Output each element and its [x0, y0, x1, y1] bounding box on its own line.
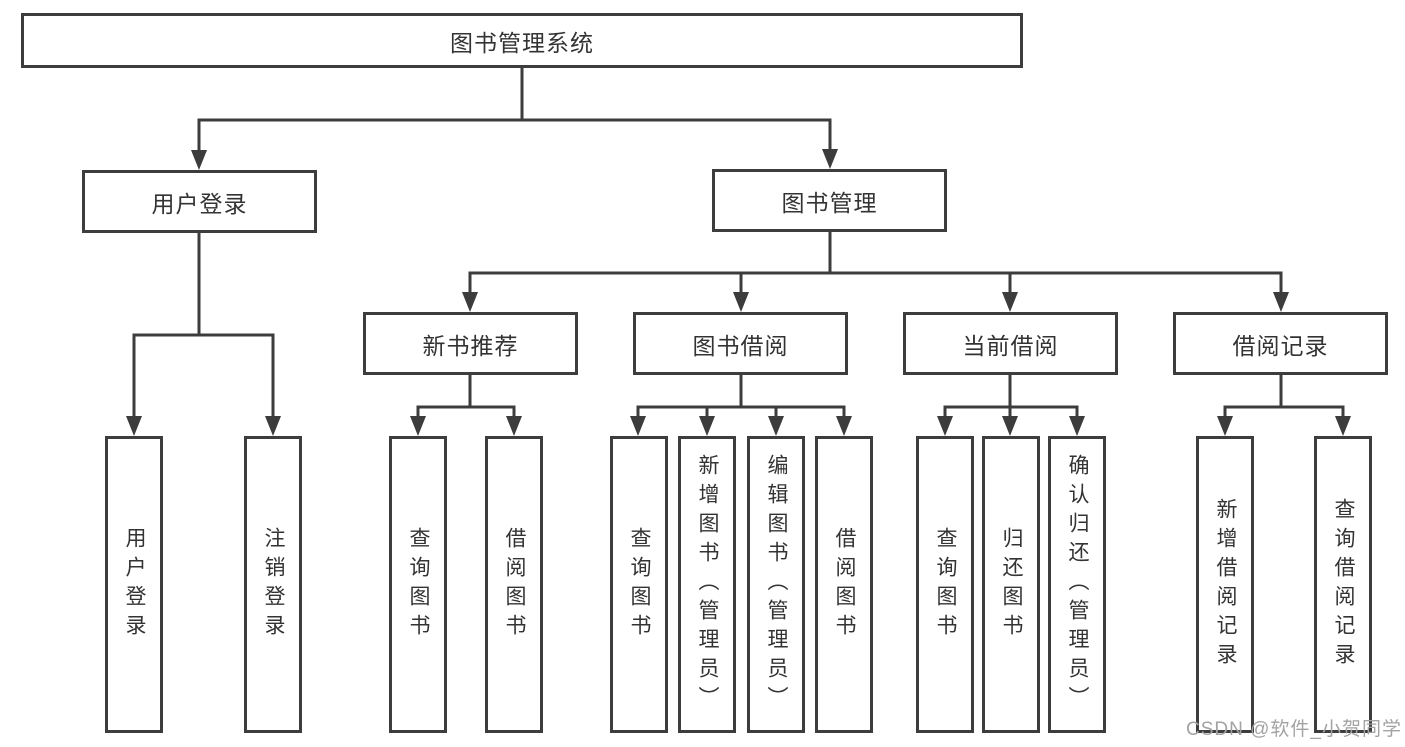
leaf-query-book-recommend: 查询图书 [389, 436, 447, 733]
leaf-query-book-recommend-label: 查询图书 [407, 526, 430, 643]
node-new-book-recommend-label: 新书推荐 [422, 332, 519, 359]
leaf-query-borrow-record-label: 查询借阅记录 [1332, 497, 1355, 672]
node-book-borrow-label: 图书借阅 [692, 332, 789, 359]
leaf-return-book-label: 归还图书 [1000, 526, 1023, 643]
leaf-add-book-admin: 新增图书（管理员） [678, 436, 736, 733]
leaf-query-book-borrow: 查询图书 [610, 436, 668, 733]
leaf-edit-book-admin-label: 编辑图书（管理员） [765, 454, 788, 715]
leaf-borrow-book-label: 借阅图书 [833, 526, 856, 643]
node-user-login-label: 用户登录 [151, 190, 248, 217]
node-book-borrow: 图书借阅 [633, 312, 848, 375]
leaf-borrow-book-recommend: 借阅图书 [485, 436, 543, 733]
leaf-add-borrow-record: 新增借阅记录 [1196, 436, 1254, 733]
node-root: 图书管理系统 [21, 13, 1023, 68]
node-user-login: 用户登录 [82, 170, 317, 233]
leaf-user-login-label: 用户登录 [123, 526, 146, 643]
leaf-return-book: 归还图书 [982, 436, 1040, 733]
leaf-query-book-current-label: 查询图书 [934, 526, 957, 643]
leaf-confirm-return-admin: 确认归还（管理员） [1048, 436, 1106, 733]
leaf-borrow-book: 借阅图书 [815, 436, 873, 733]
leaf-query-borrow-record: 查询借阅记录 [1314, 436, 1372, 733]
leaf-confirm-return-admin-label: 确认归还（管理员） [1066, 454, 1089, 715]
leaf-edit-book-admin: 编辑图书（管理员） [747, 436, 805, 733]
leaf-logout: 注销登录 [244, 436, 302, 733]
csdn-watermark: CSDN @软件_小贺同学 [1186, 719, 1402, 740]
leaf-add-borrow-record-label: 新增借阅记录 [1214, 497, 1237, 672]
node-book-management-label: 图书管理 [781, 189, 878, 216]
node-book-management: 图书管理 [712, 169, 947, 232]
node-current-borrow: 当前借阅 [903, 312, 1118, 375]
node-borrow-record-label: 借阅记录 [1232, 332, 1329, 359]
leaf-logout-label: 注销登录 [262, 526, 285, 643]
leaf-borrow-book-recommend-label: 借阅图书 [503, 526, 526, 643]
node-borrow-record: 借阅记录 [1173, 312, 1388, 375]
leaf-add-book-admin-label: 新增图书（管理员） [696, 454, 719, 715]
leaf-user-login: 用户登录 [105, 436, 163, 733]
node-new-book-recommend: 新书推荐 [363, 312, 578, 375]
node-root-label: 图书管理系统 [450, 29, 594, 56]
leaf-query-book-borrow-label: 查询图书 [628, 526, 651, 643]
leaf-query-book-current: 查询图书 [916, 436, 974, 733]
node-current-borrow-label: 当前借阅 [962, 332, 1059, 359]
